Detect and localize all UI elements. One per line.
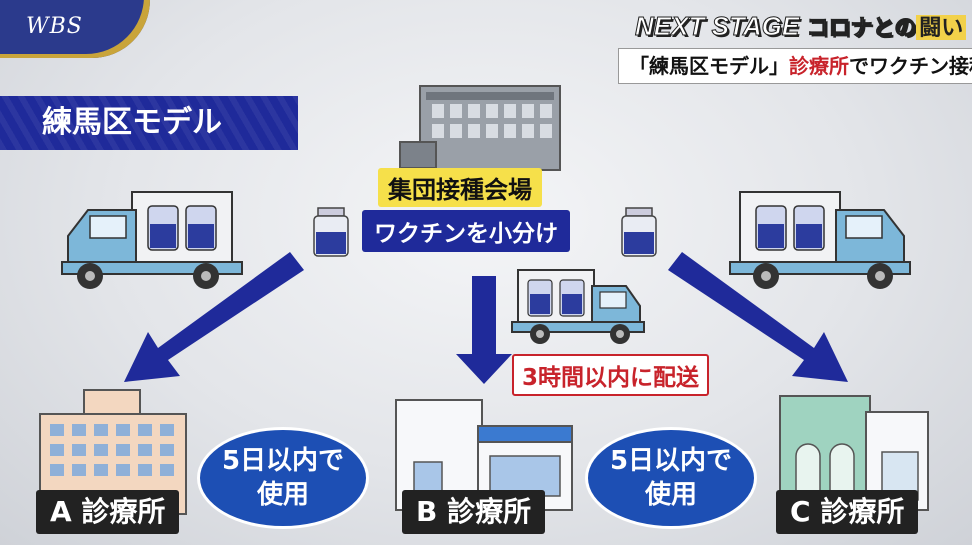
- model-title-banner: 練馬区モデル: [0, 96, 298, 150]
- series-tail: コロナとの: [806, 15, 917, 41]
- distribution-arrows: [124, 252, 848, 384]
- use-limit-line2: 使用: [256, 480, 309, 510]
- vaccination-site-building-icon: [399, 85, 561, 171]
- use-limit-line1: 5日以内で: [221, 446, 345, 476]
- clinic-letter: A: [50, 495, 72, 528]
- use-limit-oval-right: 5日以内で 使用: [588, 430, 754, 526]
- wbs-logo: WBS: [0, 0, 150, 58]
- clinic-name: 診療所: [447, 495, 532, 528]
- clinic-name: 診療所: [81, 495, 166, 528]
- clinic-c-label: C 診療所: [776, 490, 919, 534]
- clinic-b-label: B 診療所: [402, 490, 546, 534]
- use-limit-line2: 使用: [644, 480, 697, 510]
- use-limit-line1: 5日以内で: [609, 446, 733, 476]
- delivery-time-note: 3時間以内に配送: [512, 354, 710, 396]
- delivery-truck-left-icon: [61, 191, 243, 289]
- clinic-letter: C: [790, 495, 811, 528]
- headline-pre: 「練馬区モデル」: [629, 54, 789, 78]
- clinic-a-label: A 診療所: [36, 490, 180, 534]
- use-limit-oval-left: 5日以内で 使用: [200, 430, 366, 526]
- series-caption: NEXT STAGE コロナとの闘い: [634, 10, 967, 42]
- clinic-name: 診療所: [820, 495, 905, 528]
- headline-red: 診療所: [789, 54, 849, 78]
- hub-label: 集団接種会場: [378, 168, 542, 207]
- headline-caption: 「練馬区モデル」診療所でワクチン接種へ: [618, 48, 972, 84]
- arrow-to-clinic-b: [456, 276, 512, 384]
- delivery-truck-center-icon: [511, 269, 645, 344]
- model-title: 練馬区モデル: [42, 105, 222, 140]
- vaccine-vial-right-icon: [621, 207, 657, 257]
- logo-text: WBS: [26, 14, 83, 39]
- vaccine-vial-left-icon: [313, 207, 349, 257]
- headline-post: でワクチン接種へ: [849, 54, 972, 78]
- arrow-to-clinic-a: [124, 252, 304, 382]
- delivery-truck-right-icon: [729, 191, 911, 289]
- arrow-to-clinic-c: [668, 252, 848, 382]
- hub-action-label: ワクチンを小分け: [362, 210, 570, 252]
- series-title: NEXT STAGE: [634, 11, 800, 42]
- series-kanji: 闘い: [916, 15, 967, 40]
- clinic-letter: B: [416, 495, 438, 528]
